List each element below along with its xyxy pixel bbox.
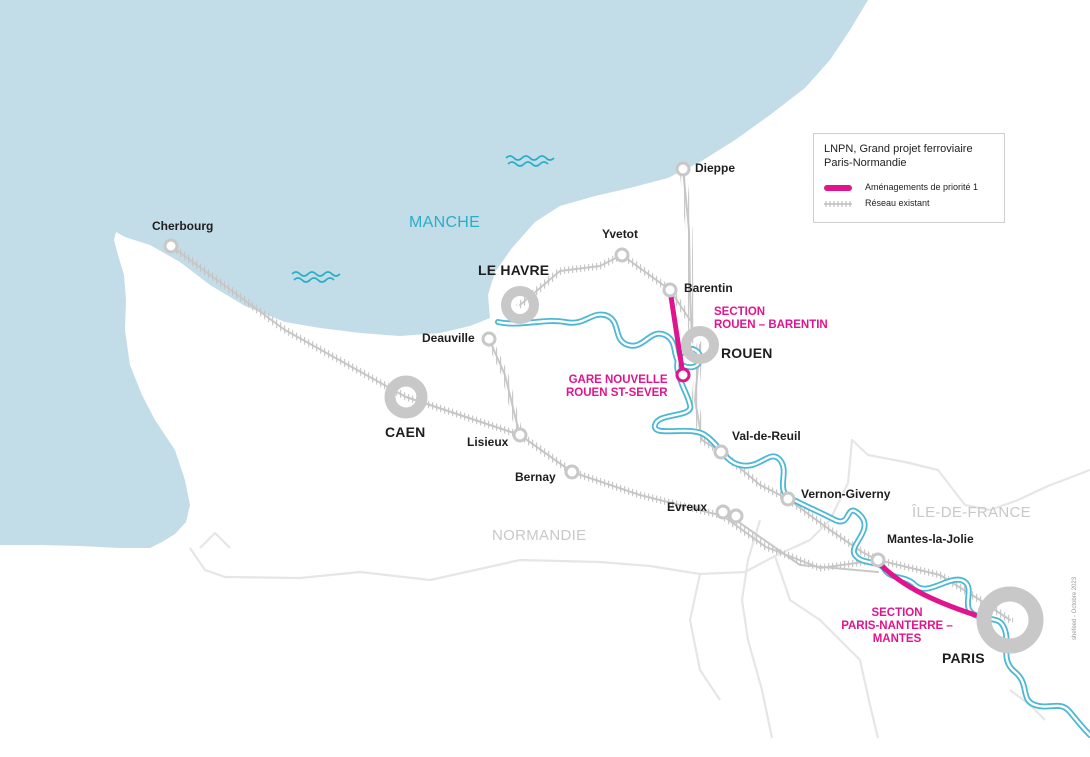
city-label-lisieux: Lisieux [467,435,509,449]
station-barentin [662,282,678,298]
wave-icon [291,271,341,283]
legend-label-network: Réseau existant [865,198,930,208]
credit-text: shefeed - Octobre 2023 [1072,576,1078,640]
city-label-mantes-la-jolie: Mantes-la-Jolie [887,532,974,546]
city-label-rouen: ROUEN [721,345,773,361]
city-label-barentin: Barentin [684,281,733,295]
station-val-de-reuil [713,444,729,460]
station-bernay [564,464,580,480]
station-le-havre [501,286,539,324]
region-label-normandie: NORMANDIE [492,527,587,544]
sea-label: MANCHE [409,214,481,231]
minor-stations [163,161,886,568]
station-lisieux [512,427,528,443]
legend-swatch-priority [824,185,852,191]
city-label-val-de-reuil: Val-de-Reuil [732,429,801,443]
station-evreux-2 [728,508,744,524]
priority-sections [667,287,978,618]
station-paris [976,586,1044,654]
city-label-evreux: Evreux [667,500,708,514]
station-caen [384,375,428,419]
station-rouen [681,326,719,364]
legend-label-priority: Aménagements de priorité 1 [865,182,979,192]
major-stations [384,286,1044,654]
city-label-vernon-giverny: Vernon-Giverny [801,487,891,501]
region-label-ile-de-france: ÎLE-DE-FRANCE [912,504,1031,521]
station-rouen-st-sever [675,367,691,383]
city-label-caen: CAEN [385,424,426,440]
city-label-dieppe: Dieppe [695,161,736,175]
city-label-cherbourg: Cherbourg [152,219,214,233]
annotation-section-paris-mantes: SECTION PARIS-NANTERRE – MANTES [841,607,953,646]
station-mantes [870,552,886,568]
legend-title: LNPN, Grand projet ferroviaire Paris-Nor… [824,143,973,169]
city-label-le-havre: LE HAVRE [478,262,550,278]
station-yvetot [614,247,630,263]
station-dieppe [675,161,691,177]
station-cherbourg [163,238,179,254]
annotation-section-rouen-barentin: SECTION ROUEN – BARENTIN [714,306,828,332]
priority-section-paris-mantes [875,559,978,618]
seine-river [495,311,1090,738]
station-vernon [780,491,796,507]
wave-icon [505,155,555,167]
city-label-paris: PARIS [942,650,985,666]
station-deauville [481,331,497,347]
city-label-bernay: Bernay [515,470,556,484]
city-label-yvetot: Yvetot [602,227,639,241]
sea-area [0,0,868,548]
legend-swatch-rail [824,201,852,207]
priority-section-rouen-barentin [667,287,686,378]
station-evreux-1 [715,504,731,520]
city-label-deauville: Deauville [422,331,475,345]
region-border [189,438,1090,739]
annotation-gare-nouvelle: GARE NOUVELLE ROUEN ST-SEVER [566,374,668,400]
map-legend: LNPN, Grand projet ferroviaire Paris-Nor… [813,133,1005,223]
